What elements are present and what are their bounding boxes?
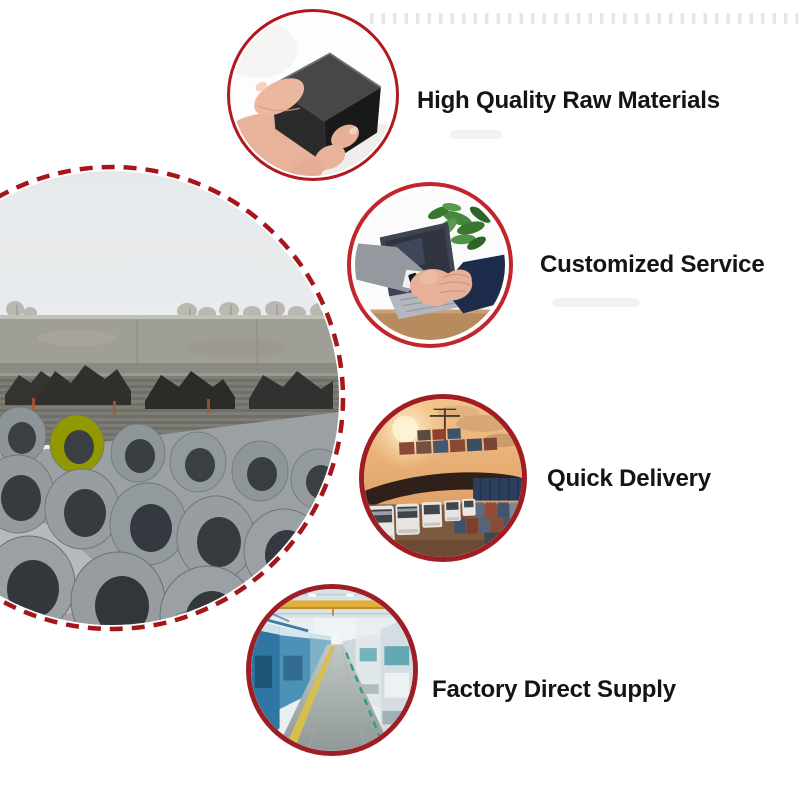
container-port-truck-fleet-photo [364,399,522,557]
handshake [355,243,505,314]
factory-production-line-photo [251,589,413,751]
feature-circle-quick-delivery [359,394,527,562]
graphite-electrodes-photo [0,164,346,632]
watermark-smudge [552,298,640,307]
deck-containers [399,428,498,455]
concrete-wall [0,315,339,373]
feature-label-customized-service: Customized Service [540,251,765,278]
hand-holding-graphite-block-photo [232,14,394,176]
feature-label-raw-materials: High Quality Raw Materials [417,87,720,114]
watermark-smudge [450,130,502,139]
business-handshake-laptop-photo [355,190,505,340]
feature-label-factory-direct: Factory Direct Supply [432,676,676,703]
faint-dash-pattern [370,13,798,24]
fingers [254,78,359,176]
feature-circle-raw-materials [227,9,399,181]
feature-label-quick-delivery: Quick Delivery [547,465,711,492]
dashed-red-ring [0,164,346,632]
aisle-floor [275,644,393,751]
feature-circle-factory-direct [246,584,418,756]
hero-photo-circle [0,163,347,633]
feature-circle-customized-service [347,182,513,348]
